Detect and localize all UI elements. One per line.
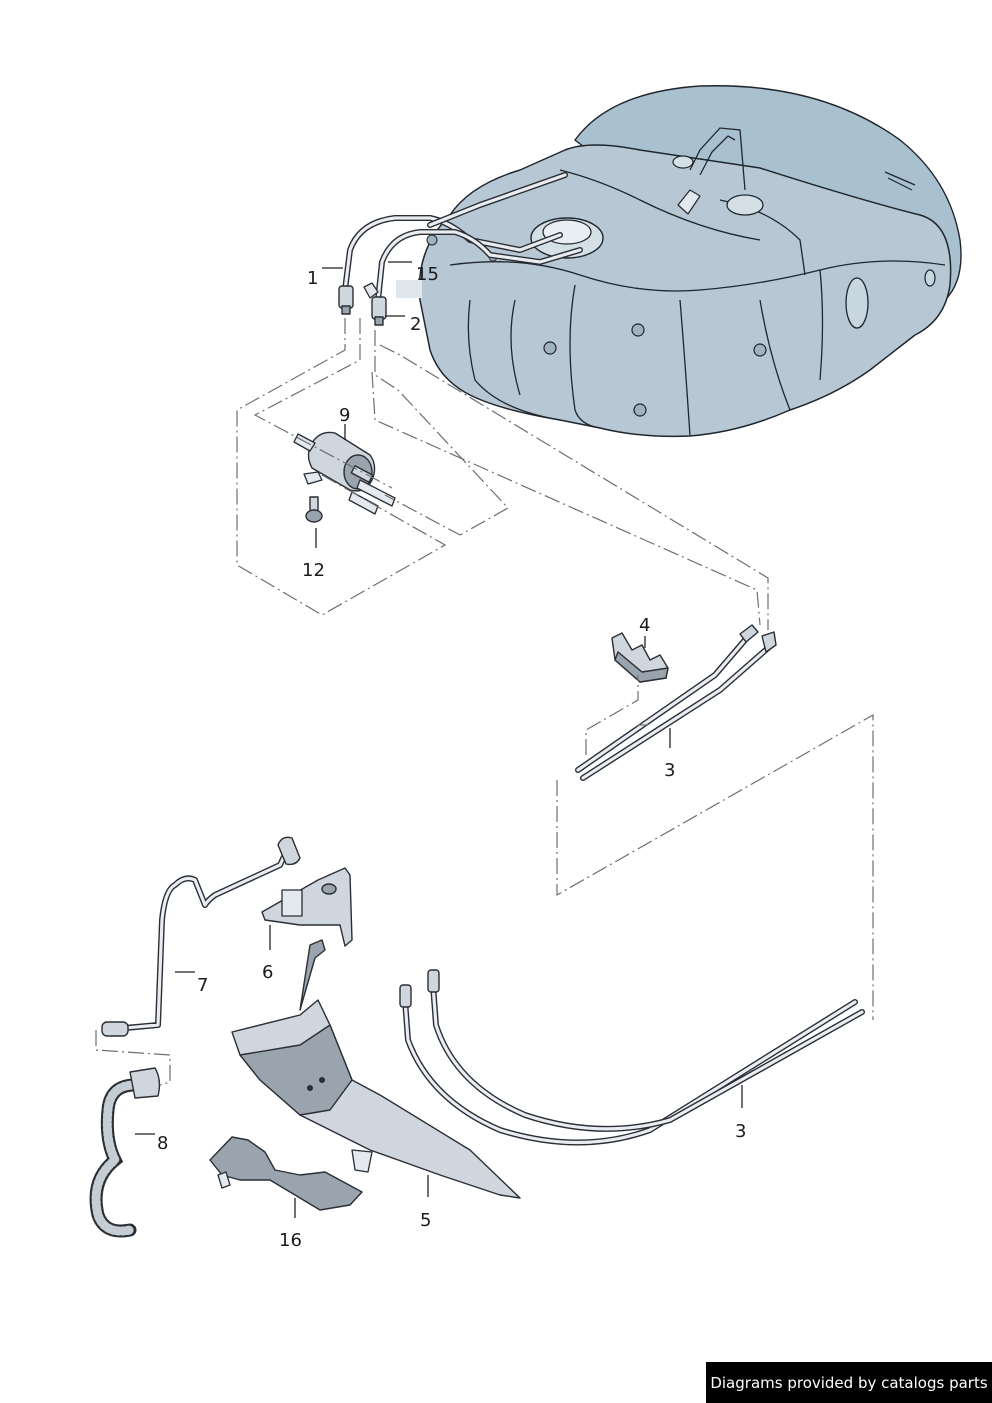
tank-fuel-lines [338,172,583,326]
callout-4: 4 [639,615,651,636]
callout-16: 16 [279,1230,302,1251]
callout-15: 15 [416,264,439,285]
breather-line [101,836,301,1037]
fuel-line-set-lower [399,969,865,1146]
callout-2: 2 [410,314,422,335]
line-clip [611,632,669,683]
watermark-banner: Diagrams provided by catalogs parts [706,1362,992,1403]
fuel-tank [418,85,962,438]
rubber-pad [209,1136,363,1211]
hose [89,1067,161,1238]
callout-5: 5 [420,1210,432,1231]
callout-6: 6 [262,962,274,983]
callout-9: 9 [339,405,351,426]
leader-lines [135,261,743,1218]
mounting-bracket [261,867,353,947]
callout-12: 12 [302,560,325,581]
fuel-line-set-upper [575,624,777,781]
callout-3-upper: 3 [664,760,676,781]
fuel-filter [293,431,396,515]
callout-8: 8 [157,1133,169,1154]
filter-screw [305,496,323,523]
heat-shield [231,939,521,1199]
callout-1: 1 [307,268,319,289]
callout-3-lower: 3 [735,1121,747,1142]
callout-7: 7 [197,975,209,996]
assembly-dashed-outlines [95,318,874,1086]
